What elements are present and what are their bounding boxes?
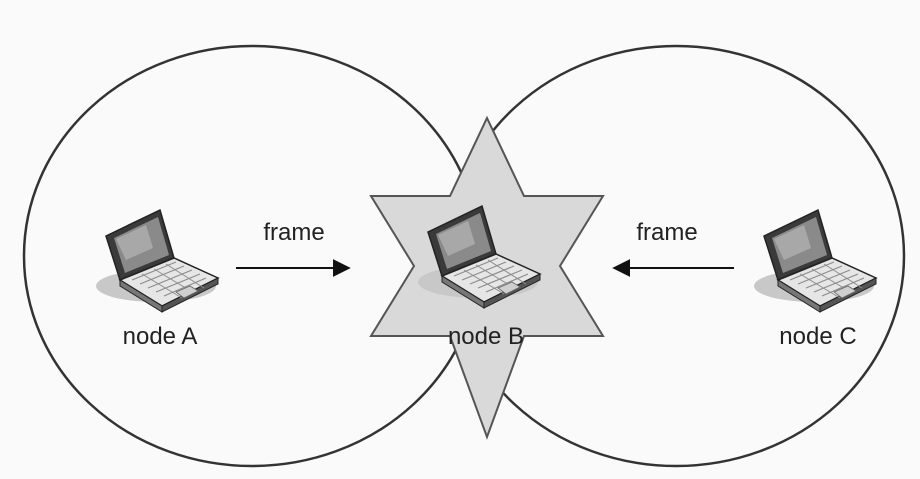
node-c-label: node C xyxy=(779,323,856,350)
edge-c-to-b: frame xyxy=(612,219,734,277)
node-b: node B xyxy=(417,205,541,350)
node-a-label: node A xyxy=(123,323,198,350)
laptop-icon xyxy=(95,209,219,313)
node-b-label: node B xyxy=(448,323,524,350)
node-a: node A xyxy=(95,209,219,350)
edge-a-to-b: frame xyxy=(236,219,351,277)
edge-label: frame xyxy=(263,219,324,246)
node-c: node C xyxy=(753,209,877,350)
laptop-icon xyxy=(753,209,877,313)
edge-label: frame xyxy=(636,219,697,246)
